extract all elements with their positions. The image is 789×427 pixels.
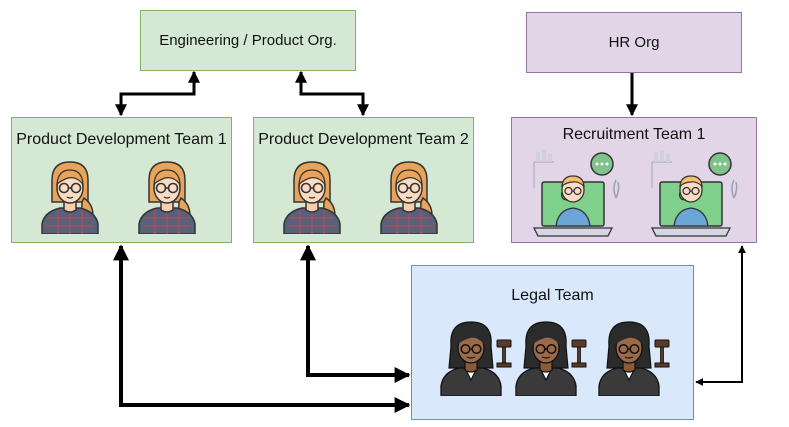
recruitment-team-1-node[interactable]: Recruitment Team 1 [511, 117, 757, 243]
product-dev-team-1-label: Product Development Team 1 [16, 131, 227, 148]
recruitment-team-1-label: Recruitment Team 1 [562, 126, 706, 143]
developer-woman-icon [135, 158, 199, 234]
product-dev-team-1-node[interactable]: Product Development Team 1 [11, 117, 232, 243]
edge-pdt2-legal [300, 244, 411, 383]
engineering-org-label: Engineering / Product Org. [159, 32, 337, 49]
lawyer-woman-icon [512, 316, 592, 396]
product-dev-team-2-label: Product Development Team 2 [258, 131, 469, 148]
hr-org-label: HR Org [608, 34, 660, 51]
edge-engineering-pdt2 [295, 70, 369, 117]
edge-pdt1-legal [113, 244, 411, 413]
lawyer-woman-icon [437, 316, 517, 396]
hr-org-node[interactable]: HR Org [526, 12, 742, 73]
edge-engineering-pdt1 [115, 70, 200, 117]
recruiter-headset-icon [532, 148, 622, 240]
developer-woman-icon [280, 158, 344, 234]
legal-team-label: Legal Team [511, 287, 594, 304]
product-dev-team-2-node[interactable]: Product Development Team 2 [253, 117, 474, 243]
developer-woman-icon [38, 158, 102, 234]
developer-woman-icon [377, 158, 441, 234]
legal-team-node[interactable]: Legal Team [411, 265, 694, 420]
engineering-org-node[interactable]: Engineering / Product Org. [140, 10, 356, 71]
edge-recruitment-legal [695, 245, 746, 386]
lawyer-woman-icon [595, 316, 675, 396]
recruiter-headset-icon [650, 148, 740, 240]
